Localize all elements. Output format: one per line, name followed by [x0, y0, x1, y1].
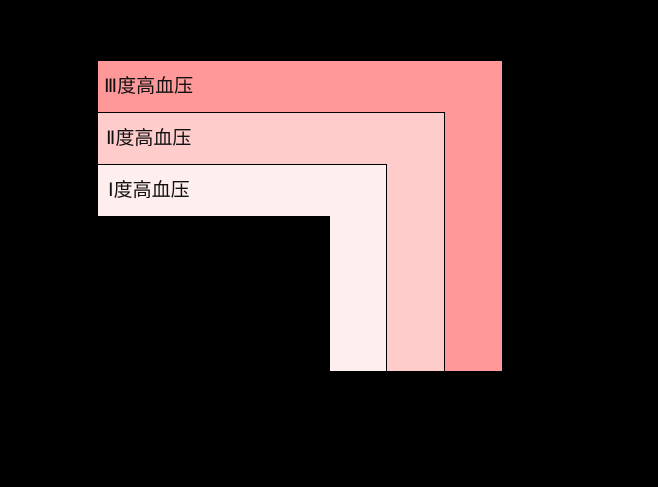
label-grade-2: Ⅱ度高血压: [106, 127, 192, 149]
label-grade-1: Ⅰ度高血压: [108, 179, 190, 201]
label-grade-3: Ⅲ度高血压: [104, 75, 194, 97]
normal-region-blank: [98, 216, 330, 376]
